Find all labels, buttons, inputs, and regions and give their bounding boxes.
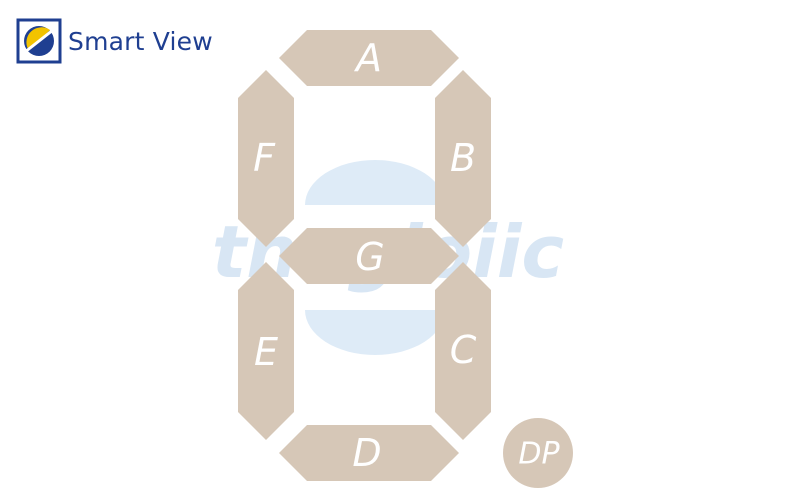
segment-e: E (238, 262, 294, 440)
segment-a-label: A (353, 36, 382, 80)
segment-c-label: C (450, 328, 477, 372)
segment-g-label: G (355, 235, 384, 279)
segment-c: C (435, 262, 491, 440)
segment-b: B (435, 70, 491, 247)
segment-f-label: F (253, 136, 276, 180)
segment-b-label: B (450, 136, 476, 180)
brand-header: Smart View (16, 17, 213, 65)
segment-e-label: E (254, 330, 278, 374)
segment-dp-label: DP (518, 437, 560, 472)
smart-view-logo-icon (16, 18, 62, 64)
brand-name: Smart View (68, 26, 213, 56)
watermark-globe-bottom (305, 310, 445, 355)
segment-a: A (279, 30, 459, 86)
segment-dp: DP (503, 418, 573, 488)
segment-d: D (279, 425, 459, 481)
segment-f: F (238, 70, 294, 247)
segment-d-label: D (352, 431, 381, 475)
watermark-globe-top (305, 160, 445, 205)
segment-g: G (279, 228, 459, 284)
